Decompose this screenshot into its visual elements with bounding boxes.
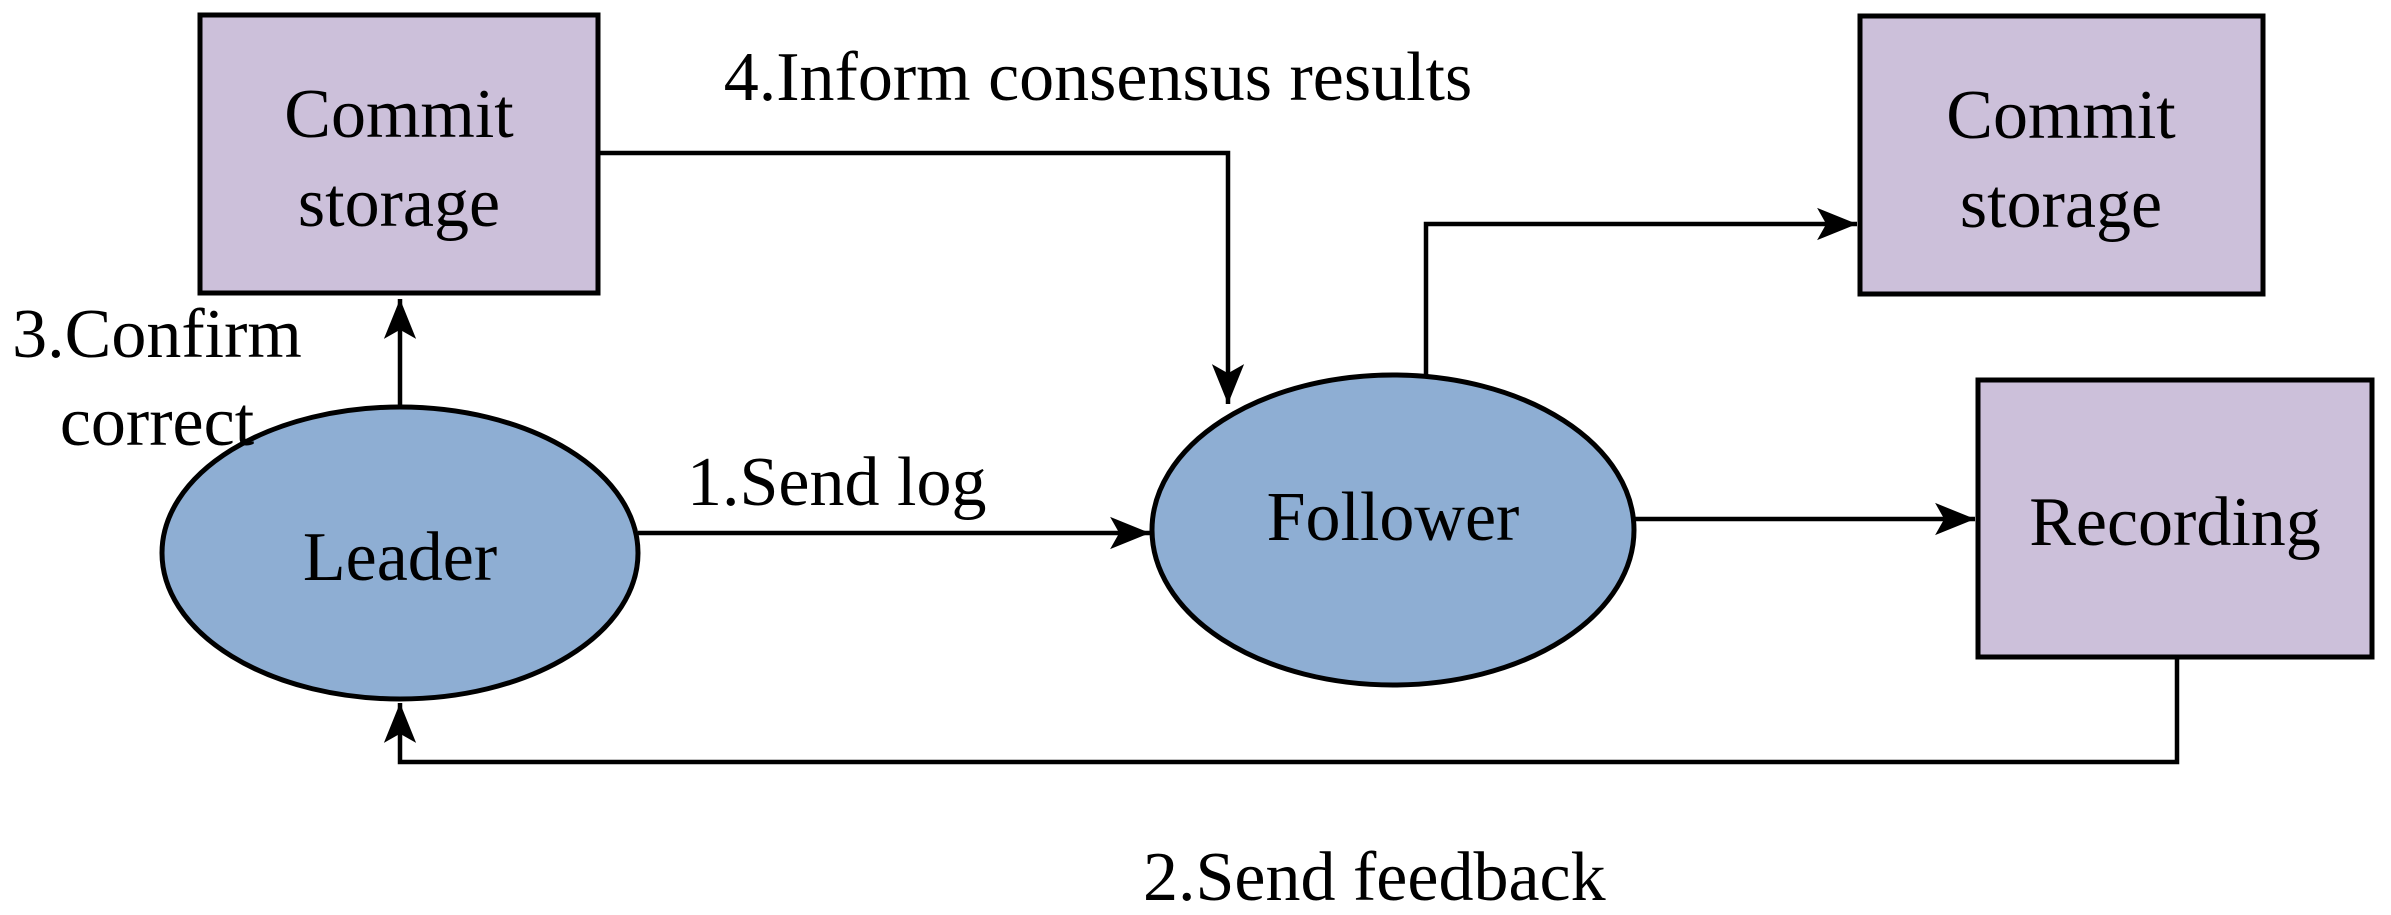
commit-storage-right-label-line2: storage <box>1960 166 2162 243</box>
commit-storage-left-box <box>197 12 601 296</box>
send-feedback-edge-label: 2.Send feedback <box>1143 839 1606 915</box>
send-log-edge-label: 1.Send log <box>687 444 986 521</box>
inform-consensus-edge-label: 4.Inform consensus results <box>724 39 1473 116</box>
commit-storage-right-box <box>1857 13 2266 297</box>
edge-follower-to-commit-arrow <box>1423 207 1858 377</box>
recording-box <box>1975 377 2375 660</box>
follower-label: Follower <box>1267 479 1520 556</box>
edge-send-feedback-arrow <box>383 657 2180 765</box>
follower-ellipse <box>1149 372 1637 688</box>
confirm-correct-edge-label-line2: correct <box>60 384 255 461</box>
leader-ellipse <box>159 404 641 702</box>
confirm-correct-edge-label-line1: 3.Confirm <box>12 296 302 373</box>
leader-label: Leader <box>303 519 497 596</box>
edge-inform-consensus-arrow <box>598 150 1245 405</box>
commit-storage-right-label-line1: Commit <box>1946 77 2176 154</box>
recording-label: Recording <box>2029 484 2321 561</box>
commit-storage-left-label-line1: Commit <box>284 76 514 153</box>
commit-storage-left-label-line2: storage <box>298 165 500 242</box>
